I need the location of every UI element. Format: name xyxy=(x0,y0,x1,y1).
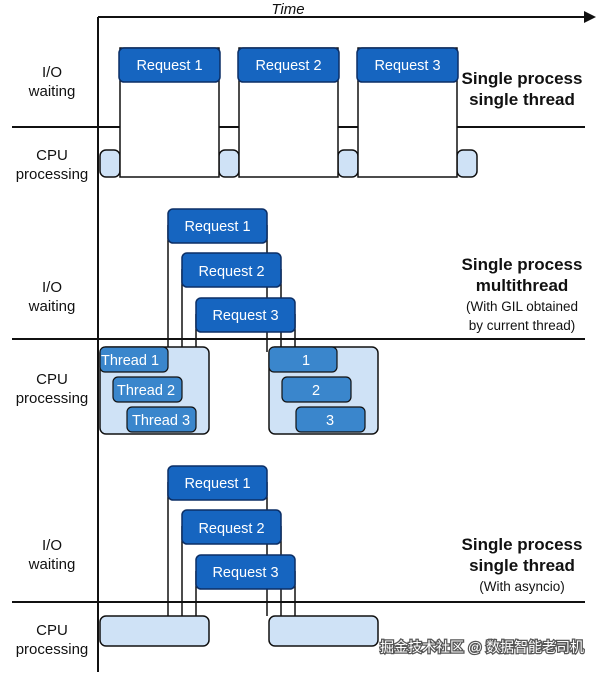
request-label: Request 3 xyxy=(212,308,278,324)
cpu-bar xyxy=(99,615,210,647)
thread-box xyxy=(112,376,183,403)
request-label: Request 3 xyxy=(374,58,440,74)
thread-label: Thread 3 xyxy=(132,413,190,429)
cpu-label-s3-line1: CPU xyxy=(36,622,68,639)
section-title-line2: single thread xyxy=(469,90,575,109)
io-label-s1-line2: waiting xyxy=(28,83,76,100)
io-label-s2-line2: waiting xyxy=(28,298,76,315)
thread-label: Thread 2 xyxy=(117,383,175,399)
cpu-label-s1-line2: processing xyxy=(16,166,89,183)
section-title-line1: Single process xyxy=(462,255,583,274)
section-title-line1: Single process xyxy=(462,69,583,88)
section-single-thread: Request 1 Request 2 Request 3 Single pro… xyxy=(99,47,583,178)
request-box xyxy=(167,208,268,244)
section-subtitle-line2: by current thread) xyxy=(469,318,576,333)
section-subtitle-line1: (With asyncio) xyxy=(479,579,565,594)
cpu-label-s1-line1: CPU xyxy=(36,147,68,164)
time-axis-label: Time xyxy=(271,1,304,18)
thread-box xyxy=(295,406,366,433)
request-box xyxy=(181,509,282,545)
section-title-line2: multithread xyxy=(476,276,569,295)
arrow-right-icon xyxy=(584,11,596,23)
request-label: Request 2 xyxy=(255,58,321,74)
request-box xyxy=(356,47,459,83)
time-axis: Time xyxy=(98,1,596,23)
cpu-label-s2-line1: CPU xyxy=(36,371,68,388)
request-box xyxy=(195,297,296,333)
cpu-bar xyxy=(337,149,359,178)
thread-box xyxy=(99,346,169,373)
cpu-bar xyxy=(218,149,240,178)
thread-label: 3 xyxy=(326,413,334,429)
section-asyncio: Request 1 Request 2 Request 3 Single pro… xyxy=(99,465,583,647)
section-title-line2: single thread xyxy=(469,556,575,575)
request-label: Request 2 xyxy=(198,521,264,537)
io-label-s2-line1: I/O xyxy=(42,279,62,296)
watermark-text: 掘金技术社区 @ 数据智能老司机 xyxy=(380,639,584,655)
cpu-bar xyxy=(99,149,121,178)
request-label: Request 1 xyxy=(184,476,250,492)
thread-label: 2 xyxy=(312,383,320,399)
thread-box xyxy=(126,406,197,433)
thread-box xyxy=(268,346,338,373)
section-multithread: Thread 1 Thread 2 Thread 3 1 2 3 Request… xyxy=(99,208,583,435)
thread-label: 1 xyxy=(302,353,310,369)
request-box xyxy=(181,252,282,288)
section-title-line1: Single process xyxy=(462,535,583,554)
io-label-s3-line1: I/O xyxy=(42,537,62,554)
cpu-label-s2-line2: processing xyxy=(16,390,89,407)
request-label: Request 2 xyxy=(198,264,264,280)
request-box xyxy=(118,47,221,83)
io-label-s1-line1: I/O xyxy=(42,64,62,81)
request-box xyxy=(195,554,296,590)
thread-label: Thread 1 xyxy=(101,353,159,369)
request-box xyxy=(237,47,340,83)
request-box xyxy=(167,465,268,501)
wait-lines xyxy=(167,482,296,616)
cpu-label-s3-line2: processing xyxy=(16,641,89,658)
section-subtitle-line1: (With GIL obtained xyxy=(466,299,578,314)
watermark: 掘金技术社区 @ 数据智能老司机 xyxy=(379,638,586,657)
cpu-bar xyxy=(268,615,379,647)
cpu-bar xyxy=(456,149,478,178)
request-label: Request 1 xyxy=(136,58,202,74)
io-label-s3-line2: waiting xyxy=(28,556,76,573)
request-label: Request 3 xyxy=(212,565,278,581)
thread-box xyxy=(281,376,352,403)
row-labels: I/O waiting CPU processing I/O waiting C… xyxy=(16,64,89,658)
request-label: Request 1 xyxy=(184,219,250,235)
